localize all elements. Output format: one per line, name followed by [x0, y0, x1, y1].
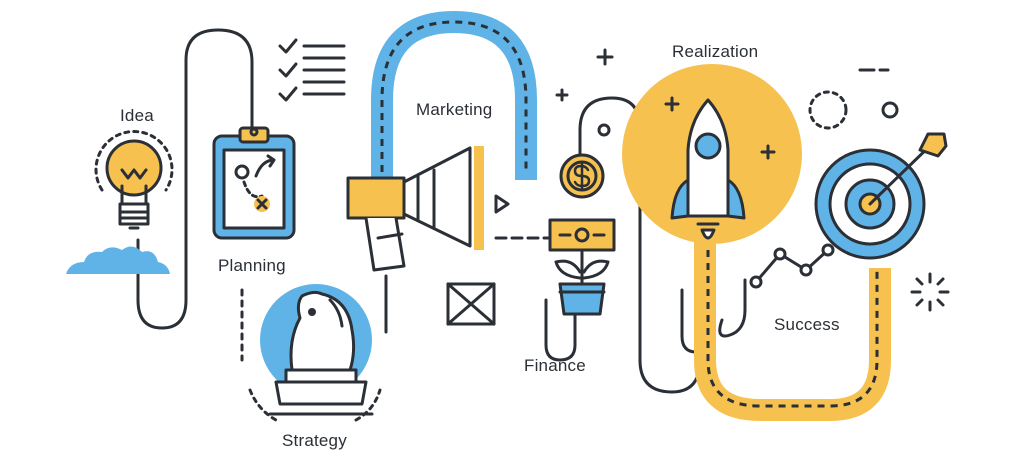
checklist-icon [278, 38, 346, 102]
play-icon [494, 194, 510, 214]
megaphone-handle-line [376, 232, 404, 240]
label-strategy: Strategy [282, 431, 347, 450]
knight-collar [284, 368, 358, 384]
arrow-fletching [918, 132, 948, 158]
bulb-dashed-glow [94, 130, 174, 192]
clipboard-plan-icon [212, 126, 296, 240]
check-mark [278, 38, 298, 54]
label-finance: Finance [524, 356, 586, 375]
plus-sparkle-icon [664, 96, 680, 112]
bulb-base [118, 202, 150, 226]
path-line-success-hook [718, 278, 747, 338]
rocket-fin [726, 178, 746, 220]
plus-sparkle-icon [760, 144, 776, 160]
plan-start-circle [234, 164, 250, 180]
path-line-finance-bottom [544, 298, 577, 362]
light-bulb-icon [94, 130, 174, 230]
check-mark [278, 62, 298, 78]
path-line-idea-planning [136, 28, 254, 330]
rocket-window [694, 132, 722, 160]
burst-icon [910, 272, 950, 312]
clipboard-paper [222, 148, 286, 230]
plan-x-mark [256, 198, 268, 210]
growth-point [749, 275, 763, 289]
bulb-glass [105, 139, 163, 197]
label-marketing: Marketing [416, 100, 493, 119]
label-success: Success [774, 315, 840, 334]
chess-knight-icon [240, 284, 382, 422]
knight-base [274, 380, 368, 406]
clip-hole [249, 127, 259, 137]
megaphone-handle [364, 216, 406, 272]
check-mark [278, 86, 298, 102]
plus-sparkle-icon [555, 88, 569, 102]
plan-arrow [254, 154, 276, 178]
path-line-finance-loop [578, 96, 702, 394]
growth-point [773, 247, 787, 261]
rocket-flame [700, 228, 716, 240]
plus-sparkle-icon [596, 48, 614, 66]
dollar-coin-icon [559, 153, 605, 199]
cloud-icon [66, 246, 170, 274]
rocket-icon [670, 98, 746, 240]
growth-point [821, 243, 835, 257]
growth-chart-icon [749, 243, 835, 289]
growth-point [799, 263, 813, 277]
megaphone-icon [346, 146, 484, 334]
label-planning: Planning [218, 256, 286, 275]
megaphone-back [346, 176, 406, 220]
plant-leaf [582, 259, 610, 280]
small-circle-icon [881, 101, 899, 119]
banknote-center [574, 227, 590, 243]
bulb-filament [120, 168, 148, 180]
knight-dashed-ring [248, 388, 382, 422]
megaphone-mouth [474, 146, 484, 250]
x-box-icon [446, 282, 496, 326]
target-arrow-icon [814, 132, 948, 260]
knight-eye [308, 308, 316, 316]
dollar-sign [573, 160, 591, 192]
money-plant-icon [548, 218, 616, 316]
megaphone-cone [402, 146, 472, 248]
knight-mane [328, 298, 344, 328]
dashed-circle-icon [808, 90, 848, 130]
x-box-cross [446, 282, 496, 326]
rocket-fin [670, 178, 690, 220]
label-realization: Realization [672, 42, 759, 61]
path-line-realization-connector [680, 288, 698, 354]
growth-line [754, 248, 830, 284]
x-box-frame [446, 282, 496, 326]
plant-pot [558, 282, 606, 316]
success-path [694, 240, 891, 421]
label-idea: Idea [120, 106, 154, 125]
plant-leaf [554, 259, 582, 280]
marketing-arch-dashes [380, 20, 528, 172]
success-path-dashes [706, 250, 879, 408]
connector-dot [597, 123, 611, 137]
